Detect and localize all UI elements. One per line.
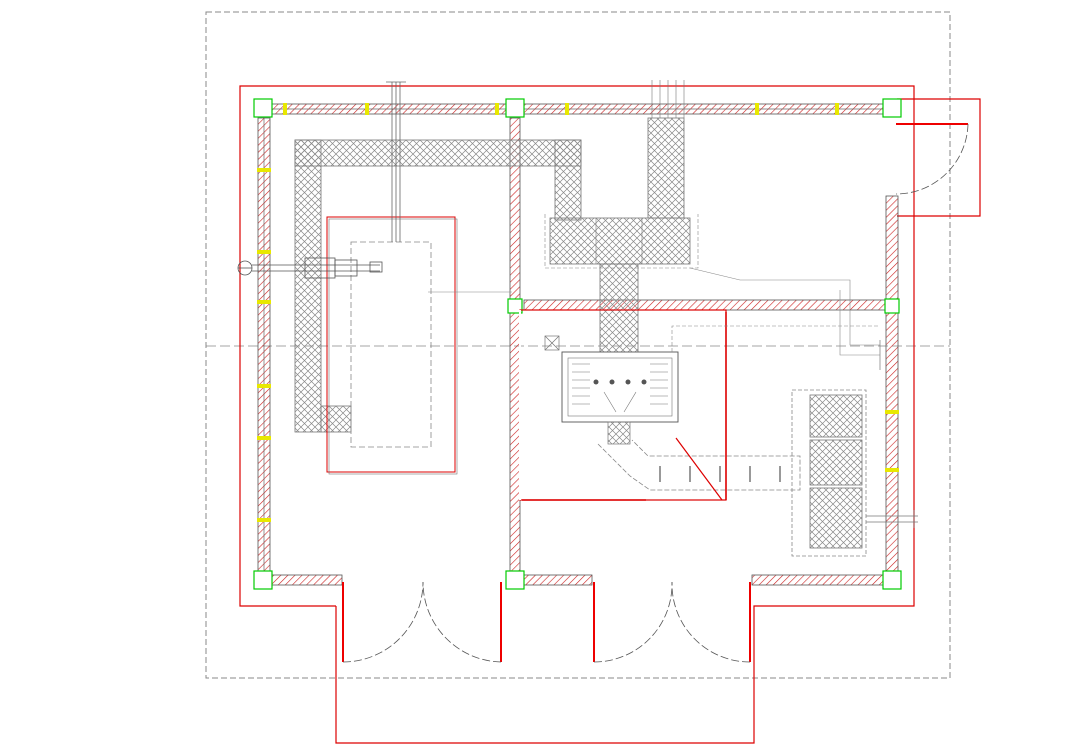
side-porch-outline: [897, 98, 981, 217]
building-outline-red: [239, 85, 915, 744]
branch-line-right: [689, 267, 880, 346]
boiler-unit: [561, 351, 679, 423]
pipe-connection-left: [237, 257, 383, 279]
duct-riser-upper: [549, 117, 691, 355]
structural-columns: [253, 98, 902, 590]
boiler-clearance-dashed: [671, 325, 880, 352]
entry-door-right-pair[interactable]: [593, 581, 751, 663]
boiler-burners: [593, 379, 647, 385]
riser-clearance-dashed: [544, 214, 699, 269]
window-markers: [257, 103, 899, 522]
vertical-pipe: [386, 81, 406, 242]
filter-bank-outline: [791, 389, 867, 557]
diagonal-red-line: [675, 437, 723, 501]
duct-riser-lines: [595, 80, 685, 264]
boiler-unit-inner: [567, 357, 673, 417]
duct-run-left: [294, 139, 582, 433]
filter-bank: [809, 394, 863, 549]
equipment-enclosure: [326, 216, 456, 473]
branch-line-right-2: [839, 290, 880, 356]
pipe-stubs-right: [866, 340, 918, 528]
boiler-tubes: [572, 363, 668, 413]
entry-door-left-pair[interactable]: [342, 581, 502, 663]
exhaust-duct: [597, 439, 801, 491]
floor-drain-symbol: [544, 335, 560, 351]
exhaust-duct-ticks: [659, 466, 781, 482]
equipment-enclosure-inner: [328, 218, 458, 475]
boiler-flue-connector: [607, 421, 631, 445]
site-boundary-dashed: [205, 11, 951, 679]
window-glazing-lines: [263, 108, 884, 572]
side-door-top-right[interactable]: [895, 123, 969, 195]
equipment-footprint-dashed: [350, 241, 432, 448]
